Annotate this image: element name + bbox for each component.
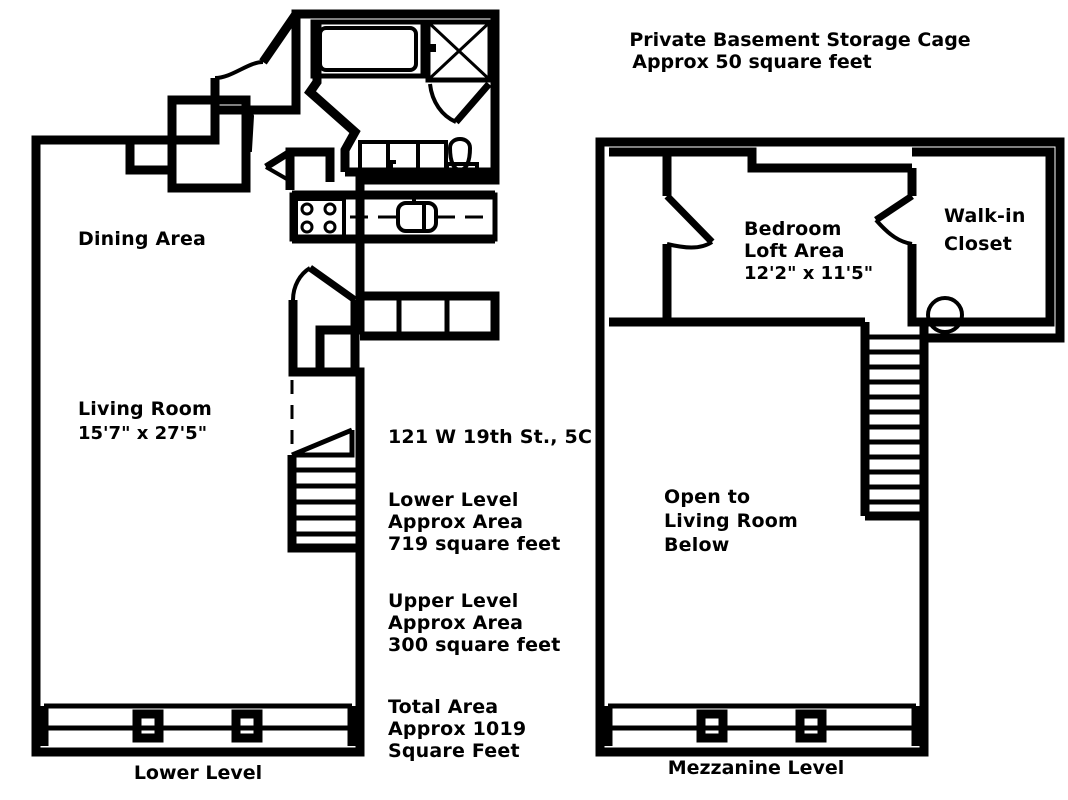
kitchen-sink-basin xyxy=(396,201,438,233)
living-entry-door-leaf xyxy=(307,265,358,303)
kitchen-hall-door-leaf xyxy=(264,149,292,170)
room-label-walkin-line1: Walk-in xyxy=(944,205,1026,227)
room-label-living-room: Living Room xyxy=(78,398,212,420)
lower-area-line2: Approx Area xyxy=(388,511,523,533)
caption-lower-level: Lower Level xyxy=(134,762,262,784)
room-label-open-line2: Living Room xyxy=(664,510,798,532)
mezz-window-mullion-1 xyxy=(696,709,728,743)
closet-door-swing xyxy=(874,218,913,246)
mezz-window-mullion-2 xyxy=(795,709,827,743)
mezzanine-jog-wall xyxy=(912,317,929,338)
bedroom-loft-wall xyxy=(609,147,672,196)
shower-door-jamb xyxy=(424,44,436,52)
stove-burner-1 xyxy=(300,202,314,216)
entry-closet-wall xyxy=(167,95,251,193)
upper-area-line2: Approx Area xyxy=(388,612,523,634)
kitchen-hall-wall xyxy=(285,147,335,190)
lower-stair-break-diagonal xyxy=(291,427,353,458)
bathtub-surround xyxy=(310,19,426,79)
entry-closet-door-swing xyxy=(244,99,255,152)
hall-angled-wall-diagonal xyxy=(259,11,300,65)
lower-window-mullion-2 xyxy=(231,709,263,743)
room-label-open-line1: Open to xyxy=(664,486,750,508)
bathroom-outer-wall xyxy=(296,9,500,180)
lower-area-line3: 719 square feet xyxy=(388,533,561,555)
lower-stair-break-diagonal-2 xyxy=(292,430,355,458)
round-column xyxy=(926,296,964,334)
vanity-faucet xyxy=(386,160,396,172)
lower-area-line1: Lower Level xyxy=(388,489,519,511)
bedroom-door-swing-lower xyxy=(666,240,714,250)
entry-recess-wall xyxy=(36,135,172,175)
stove-burner-4 xyxy=(323,220,337,234)
room-label-walkin-line2: Closet xyxy=(944,233,1012,255)
toilet-tank xyxy=(445,162,479,176)
walkin-closet-wall xyxy=(907,147,1055,327)
room-dimensions-living-room: 15'7" x 27'5" xyxy=(78,423,207,444)
room-label-dining-area: Dining Area xyxy=(78,228,206,250)
stove-burner-2 xyxy=(300,220,314,234)
closet-door-leaf xyxy=(874,193,914,223)
shower-door-swing xyxy=(428,83,457,124)
storage-note-line2: Approx 50 square feet xyxy=(632,51,872,73)
lower-window-mullion-1 xyxy=(132,709,164,743)
room-label-bedroom-line2: Loft Area xyxy=(744,240,845,262)
kitchen-hall-door-swing xyxy=(265,165,293,184)
room-label-open-line3: Below xyxy=(664,534,730,556)
stove-burner-3 xyxy=(323,202,337,216)
hall-door-swing-upper xyxy=(214,60,264,80)
bedroom-loft-wall-right xyxy=(609,244,672,327)
living-entry-door-frame xyxy=(288,300,360,377)
room-label-bedroom-line1: Bedroom xyxy=(744,218,842,240)
upper-area-line1: Upper Level xyxy=(388,590,518,612)
living-entry-door-swing xyxy=(291,266,312,301)
plan-text-labels: Private Basement Storage Cage Approx 50 … xyxy=(78,29,1026,784)
lower-level-plan xyxy=(31,9,500,757)
upper-area-line3: 300 square feet xyxy=(388,634,561,656)
total-area-line1: Total Area xyxy=(388,696,498,718)
vanity-cabinet-right xyxy=(416,140,448,174)
total-area-line3: Square Feet xyxy=(388,740,520,762)
total-area-line2: Approx 1019 xyxy=(388,718,526,740)
kitchen-base-cabinet-wall xyxy=(360,291,500,341)
shower-stall-cross xyxy=(426,20,492,82)
shower-door-leaf xyxy=(453,81,492,125)
address-label: 121 W 19th St., 5C xyxy=(388,426,592,448)
bedroom-door-leaf-upper xyxy=(664,193,715,245)
bathtub-fixture xyxy=(318,26,418,72)
room-dimensions-bedroom: 12'2" x 11'5" xyxy=(744,263,873,284)
stove-range-outline xyxy=(294,197,346,239)
storage-note-line1: Private Basement Storage Cage xyxy=(629,29,970,51)
bedroom-top-wall-step xyxy=(667,147,912,173)
mezzanine-level-plan xyxy=(595,137,1065,757)
caption-mezzanine-level: Mezzanine Level xyxy=(668,757,845,779)
